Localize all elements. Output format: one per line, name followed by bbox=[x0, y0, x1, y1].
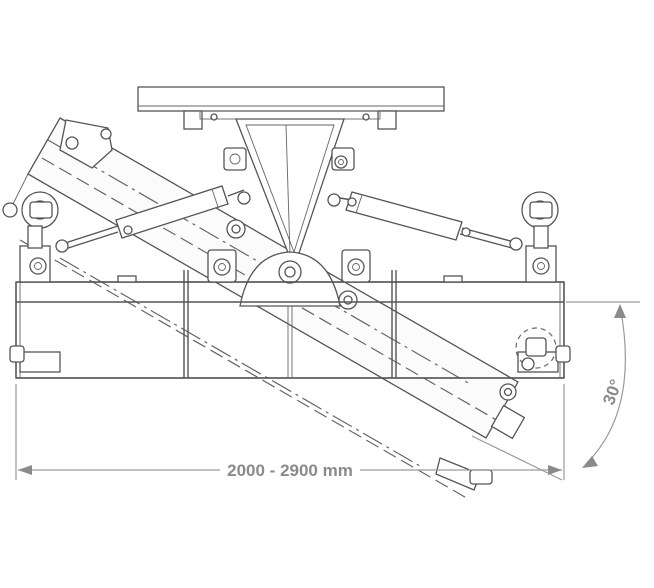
tilt-angle-label: 30° bbox=[599, 377, 626, 408]
right-lower-roller bbox=[515, 327, 557, 371]
width-range-label: 2000 - 2900 mm bbox=[227, 461, 353, 480]
main-frame bbox=[9, 245, 571, 379]
center-bracket bbox=[223, 118, 355, 307]
hydraulic-cylinder-left bbox=[55, 185, 251, 253]
top-mount-plate bbox=[137, 86, 445, 130]
hydraulic-cylinder-right bbox=[327, 191, 523, 251]
width-dimension: 2000 - 2900 mm bbox=[15, 384, 565, 480]
left-upper-roller bbox=[2, 191, 59, 249]
right-upper-roller bbox=[521, 191, 559, 249]
